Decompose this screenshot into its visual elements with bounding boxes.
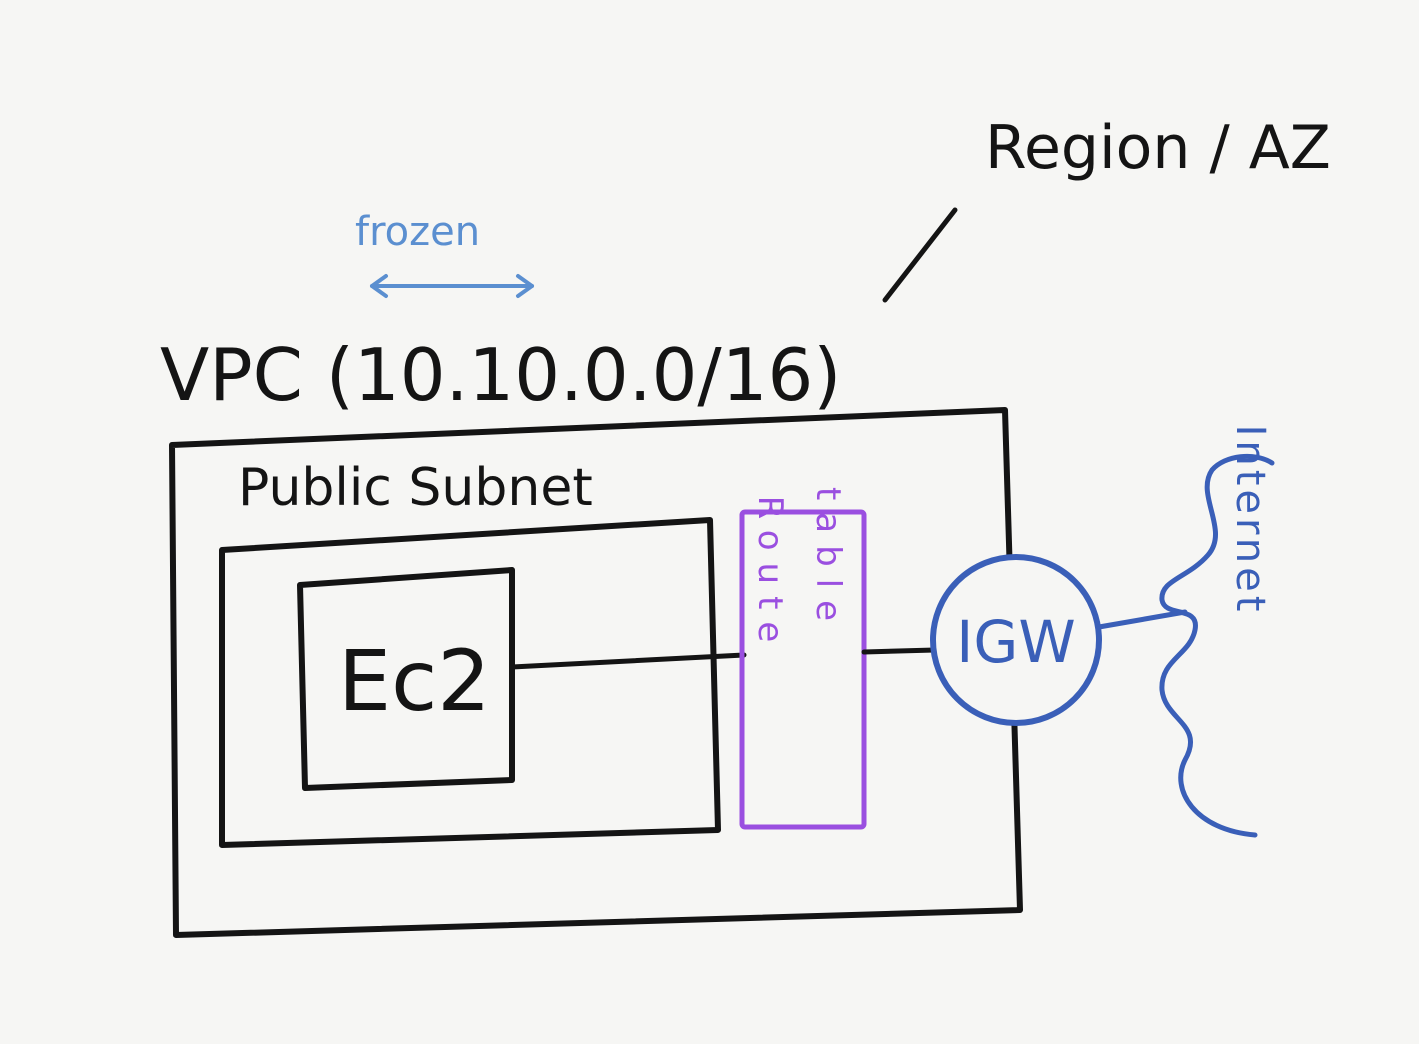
frozen-label: frozen [355,209,480,255]
region-pointer-line [882,207,958,303]
route-table-label-route: Route [750,496,790,655]
route-table-to-igw-line [861,647,938,655]
igw-to-internet-line [1096,609,1188,630]
vpc-label: VPC (10.10.0.0/16) [160,333,841,417]
route-table-label-table: table [808,487,848,633]
igw-label: IGW [956,608,1075,676]
internet-label: Internet [1227,425,1273,616]
frozen-double-arrow [370,274,534,298]
igw-circle [930,554,1102,726]
ec2-to-route-table-line [509,652,747,670]
route-table-box [739,509,867,830]
ec2-label: Ec2 [338,632,491,730]
vpc-box [169,407,1023,938]
ec2-box [297,567,515,791]
region-az-label: Region / AZ [985,113,1331,183]
public-subnet-label: Public Subnet [238,458,593,518]
public-subnet-box [219,517,721,848]
internet-cloud [1159,453,1275,838]
